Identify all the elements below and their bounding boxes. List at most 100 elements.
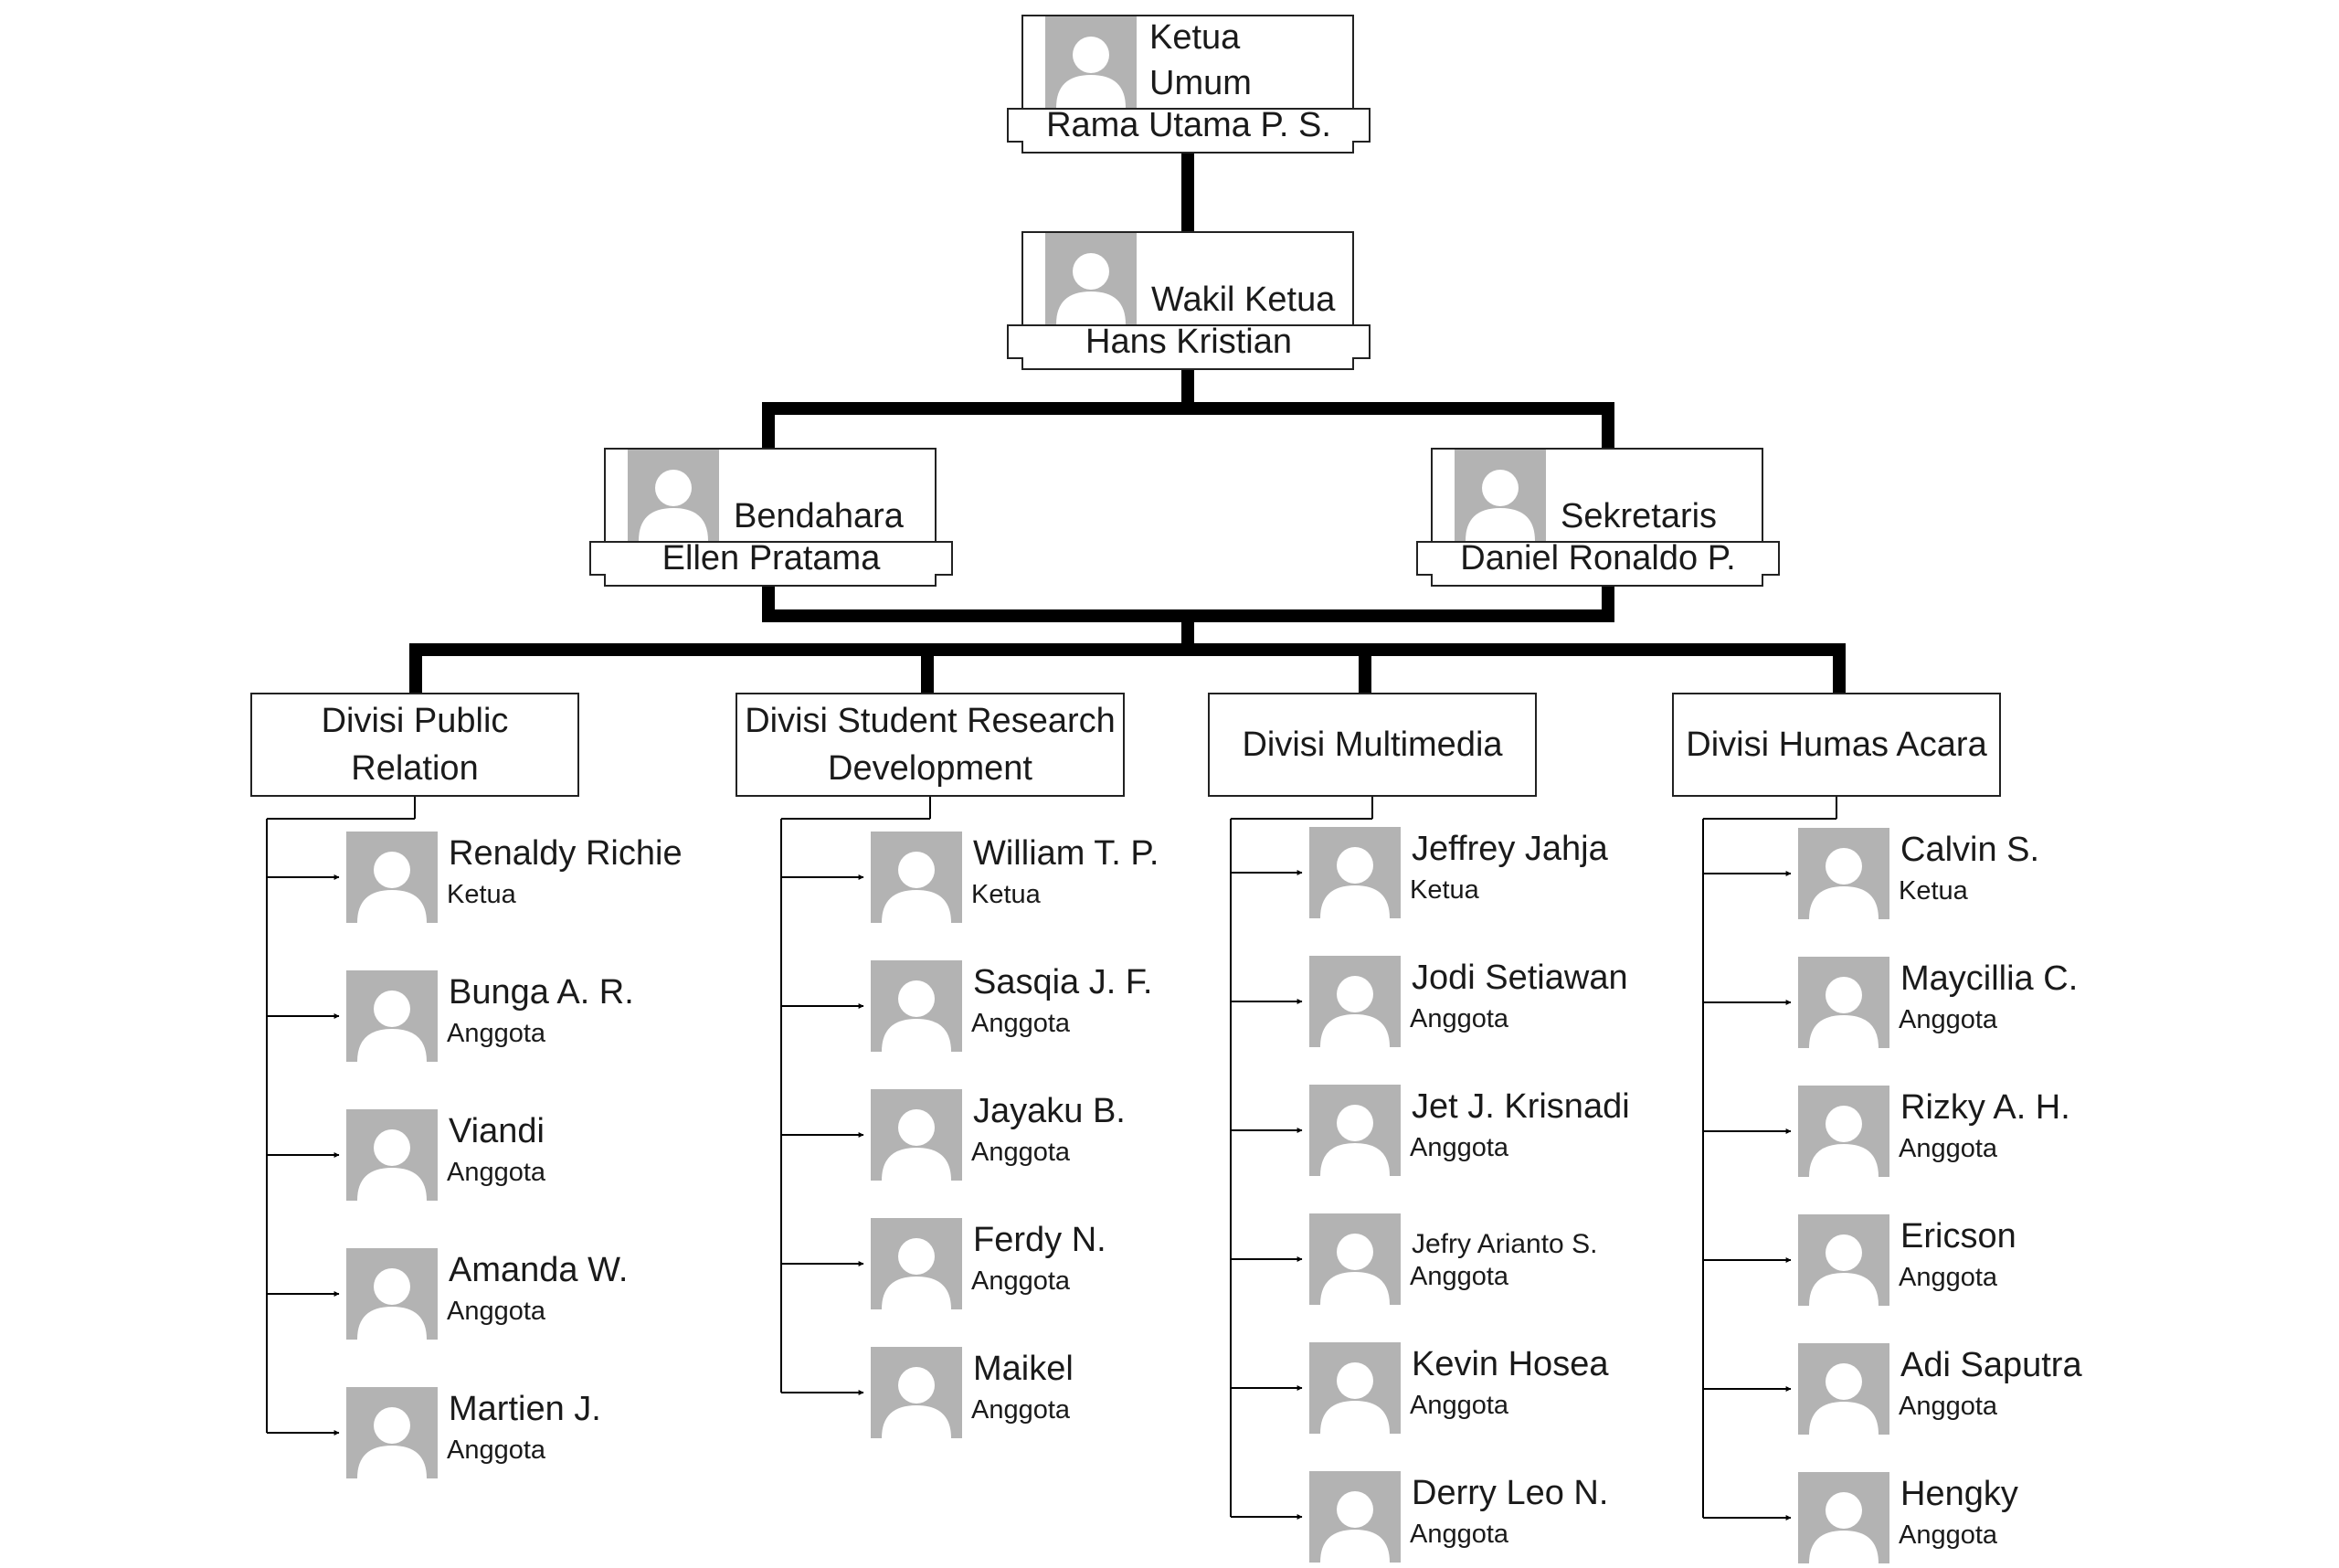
person-silhouette-icon xyxy=(346,832,438,923)
person-silhouette-icon xyxy=(1309,1213,1401,1305)
member-role: Anggota xyxy=(1410,1133,1509,1162)
member-name: William T. P. xyxy=(973,834,1159,873)
main-connectors xyxy=(409,147,1846,699)
member-name: Renaldy Richie xyxy=(449,834,683,873)
person-silhouette-icon xyxy=(1309,827,1401,918)
member-role: Anggota xyxy=(1899,1134,1998,1163)
bendahara-avatar xyxy=(628,450,719,546)
member-role: Anggota xyxy=(1410,1004,1509,1033)
person-silhouette-icon xyxy=(346,970,438,1062)
person-silhouette-icon xyxy=(871,832,962,923)
person-silhouette-icon xyxy=(1798,1343,1889,1435)
ketua-umum-avatar xyxy=(1045,16,1137,112)
member-role: Ketua xyxy=(1410,875,1479,905)
person-silhouette-icon xyxy=(1045,16,1137,108)
sekretaris-avatar xyxy=(1455,450,1546,546)
member-avatar xyxy=(871,960,962,1056)
member-avatar xyxy=(1798,957,1889,1053)
member-name: Jodi Setiawan xyxy=(1412,959,1628,997)
sekretaris-name: Daniel Ronaldo P. xyxy=(1416,541,1780,576)
member-role: Anggota xyxy=(1899,1392,1998,1421)
person-silhouette-icon xyxy=(346,1248,438,1340)
member-avatar xyxy=(1798,828,1889,924)
member-avatar xyxy=(871,1218,962,1314)
member-role: Anggota xyxy=(447,1019,546,1048)
member-avatar xyxy=(1309,956,1401,1052)
member-name: Calvin S. xyxy=(1900,831,2040,869)
bendahara-title: Bendahara xyxy=(734,497,904,535)
member-name: Rizky A. H. xyxy=(1900,1088,2070,1127)
division-box-multimedia: Divisi Multimedia xyxy=(1208,693,1537,797)
member-avatar xyxy=(1798,1343,1889,1439)
member-role: Anggota xyxy=(1410,1262,1509,1291)
person-silhouette-icon xyxy=(871,1218,962,1309)
person-silhouette-icon xyxy=(1309,1085,1401,1176)
person-silhouette-icon xyxy=(346,1387,438,1478)
member-role: Anggota xyxy=(971,1395,1071,1425)
member-role: Anggota xyxy=(1410,1520,1509,1549)
member-role: Anggota xyxy=(971,1009,1071,1038)
member-role: Ketua xyxy=(971,880,1041,909)
member-name: Maikel xyxy=(973,1350,1074,1388)
member-role: Anggota xyxy=(447,1436,546,1465)
person-silhouette-icon xyxy=(871,960,962,1052)
member-avatar xyxy=(871,1089,962,1185)
ketua-umum-name: Rama Utama P. S. xyxy=(1007,108,1371,143)
member-name: Derry Leo N. xyxy=(1412,1474,1609,1512)
division-box-humas-acara: Divisi Humas Acara xyxy=(1672,693,2001,797)
member-avatar xyxy=(346,1387,438,1483)
member-name: Jefry Arianto S. xyxy=(1412,1229,1598,1259)
member-role: Anggota xyxy=(447,1158,546,1187)
member-name: Adi Saputra xyxy=(1900,1346,2082,1384)
person-silhouette-icon xyxy=(1798,1472,1889,1563)
member-avatar xyxy=(871,832,962,927)
person-silhouette-icon xyxy=(628,450,719,541)
member-name: Maycillia C. xyxy=(1900,959,2079,998)
member-name: Ericson xyxy=(1900,1217,2016,1255)
member-avatar xyxy=(1798,1086,1889,1181)
member-avatar xyxy=(1798,1472,1889,1568)
person-silhouette-icon xyxy=(1455,450,1546,541)
member-avatar xyxy=(346,1109,438,1205)
member-role: Anggota xyxy=(971,1266,1071,1296)
sekretaris-title: Sekretaris xyxy=(1561,497,1718,535)
member-role: Anggota xyxy=(447,1297,546,1326)
member-role: Anggota xyxy=(971,1138,1071,1167)
member-role: Ketua xyxy=(1899,876,1968,906)
member-avatar xyxy=(1798,1214,1889,1310)
member-name: Sasqia J. F. xyxy=(973,963,1153,1001)
person-silhouette-icon xyxy=(1309,1342,1401,1434)
wakil-ketua-name: Hans Kristian xyxy=(1007,324,1371,359)
person-silhouette-icon xyxy=(1045,233,1137,324)
member-name: Martien J. xyxy=(449,1390,601,1428)
person-silhouette-icon xyxy=(1798,828,1889,919)
member-connectors xyxy=(266,797,1837,1520)
member-name: Jeffrey Jahja xyxy=(1412,830,1608,868)
member-avatar xyxy=(1309,1213,1401,1309)
person-silhouette-icon xyxy=(871,1089,962,1181)
member-name: Jayaku B. xyxy=(973,1092,1126,1130)
member-name: Hengky xyxy=(1900,1475,2018,1513)
member-avatar xyxy=(346,1248,438,1344)
person-silhouette-icon xyxy=(1309,956,1401,1047)
bendahara-name: Ellen Pratama xyxy=(589,541,953,576)
member-name: Amanda W. xyxy=(449,1251,629,1289)
member-avatar xyxy=(346,970,438,1066)
member-avatar xyxy=(1309,1342,1401,1438)
member-avatar xyxy=(346,832,438,927)
member-role: Anggota xyxy=(1899,1005,1998,1034)
person-silhouette-icon xyxy=(346,1109,438,1201)
member-name: Jet J. Krisnadi xyxy=(1412,1087,1630,1126)
member-avatar xyxy=(1309,827,1401,923)
person-silhouette-icon xyxy=(1798,1214,1889,1306)
member-avatar xyxy=(1309,1085,1401,1181)
member-role: Anggota xyxy=(1899,1263,1998,1292)
wakil-ketua-avatar xyxy=(1045,233,1137,329)
member-name: Ferdy N. xyxy=(973,1221,1106,1259)
member-name: Bunga A. R. xyxy=(449,973,634,1012)
wakil-ketua-title: Wakil Ketua xyxy=(1151,281,1336,319)
